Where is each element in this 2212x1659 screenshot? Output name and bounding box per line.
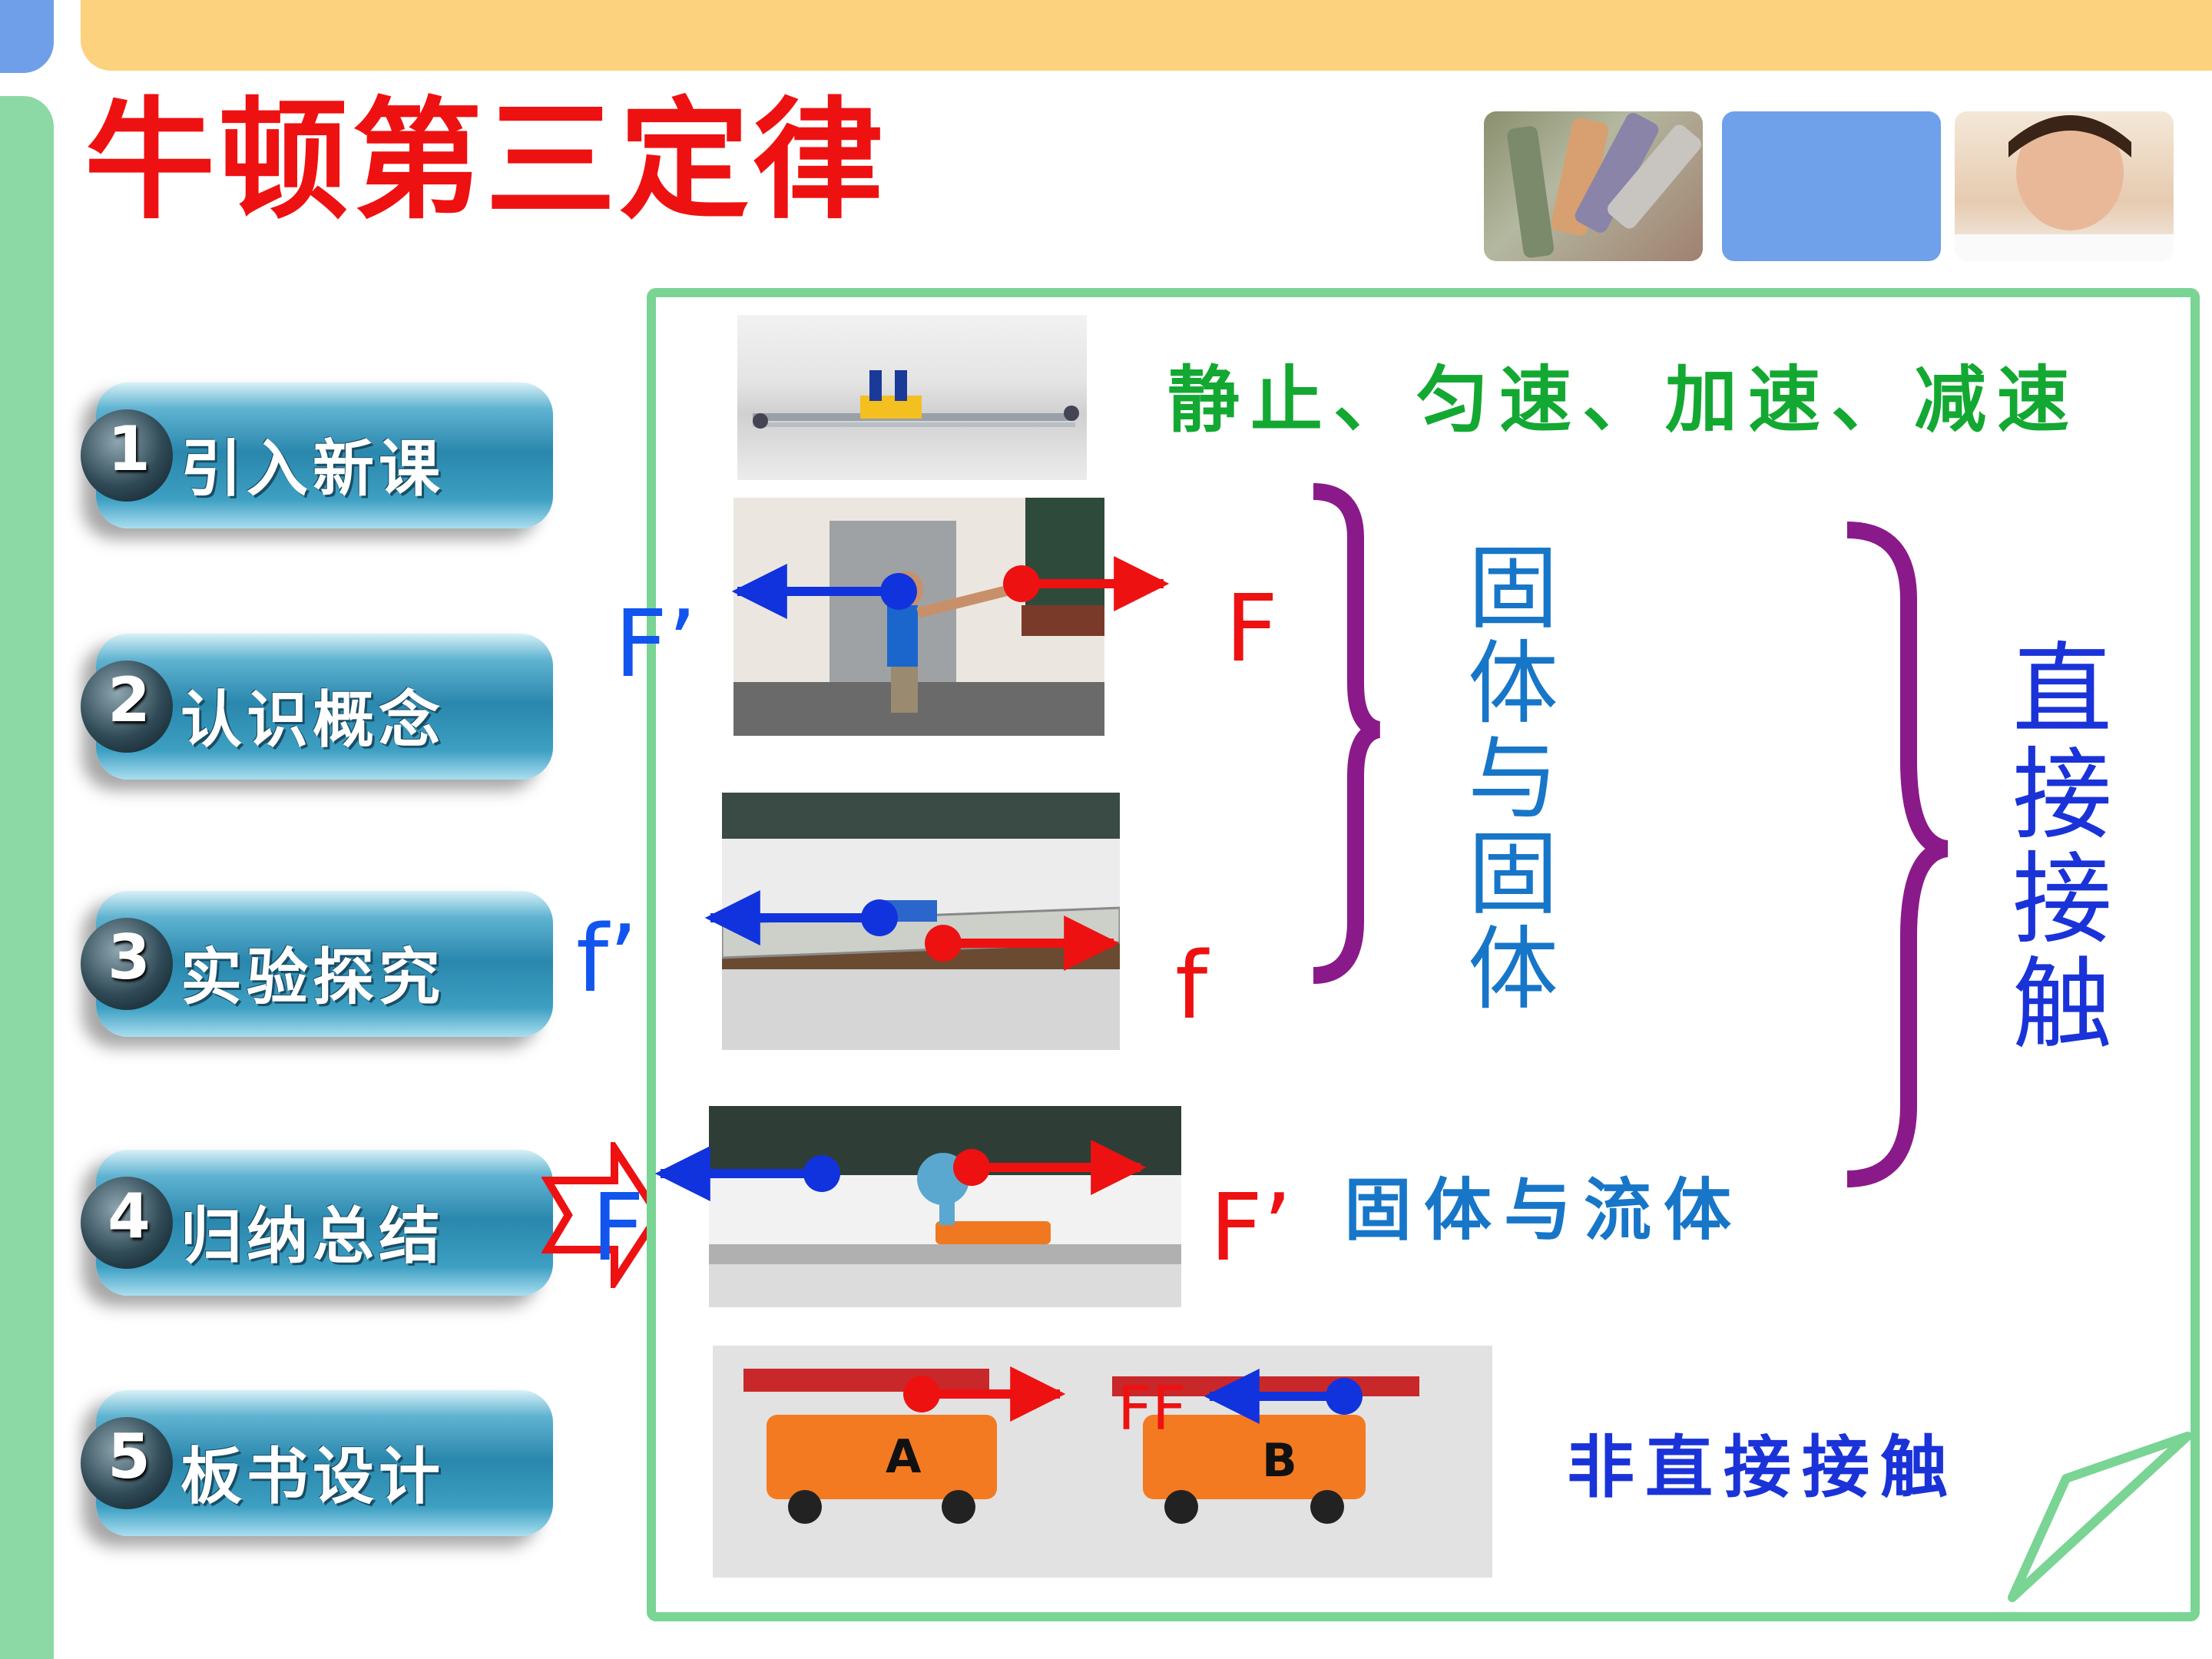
menu-ball-icon (81, 918, 173, 1010)
menu-ball-icon (81, 1417, 173, 1509)
force-label-fan: F’ (1210, 1175, 1293, 1282)
child-drawing-photo (1955, 111, 2174, 261)
force-label-magnet: FF (1118, 1375, 1187, 1444)
current-item-arrow-icon (541, 1142, 663, 1288)
magnet-cars-photo: A B (713, 1346, 1492, 1578)
menu-label: 板书设计 (180, 1441, 445, 1512)
menu-label: 引入新课 (180, 433, 445, 505)
small-brace (1313, 483, 1381, 984)
solid-solid-label: 固体与固体 (1467, 535, 1558, 1022)
menu-label: 实验探究 (180, 942, 445, 1013)
chalk-photo (1484, 111, 1703, 261)
cart-track-photo (737, 315, 1087, 480)
car-label-b: B (1262, 1434, 1297, 1488)
menu-item-intro[interactable]: 1 引入新课 (81, 375, 553, 532)
top-left-decor (0, 0, 54, 73)
boy-push-wall-photo (733, 498, 1104, 736)
indirect-contact-label: 非直接接触 (1567, 1428, 1959, 1507)
force-label-push: F (1225, 576, 1279, 683)
solid-fluid-label: 固体与流体 (1344, 1171, 1744, 1250)
folded-corner-icon (2008, 1432, 2192, 1602)
menu-item-experiment[interactable]: 3 实验探究 (81, 883, 553, 1041)
menu-item-concept[interactable]: 2 认识概念 (81, 626, 553, 783)
fan-force-pair (654, 1140, 1147, 1201)
menu-number: 5 (108, 1421, 151, 1492)
direct-contact-label: 直接接触 (2012, 631, 2112, 1063)
force-label-push-reaction: F’ (614, 591, 697, 698)
menu-label: 认识概念 (180, 684, 445, 756)
push-wall-force-pair (731, 556, 1170, 619)
menu-ball-icon (81, 409, 173, 502)
big-brace (1846, 522, 1949, 1187)
menu-ball-icon (81, 661, 173, 753)
menu-ball-icon (81, 1177, 173, 1269)
force-label-friction-reaction: f’ (576, 906, 638, 1013)
menu-label: 归纳总结 (180, 1200, 445, 1272)
fan-car-photo (709, 1106, 1181, 1307)
friction-force-pair (704, 890, 1120, 971)
menu-number: 1 (108, 413, 151, 485)
left-decor-stripe (0, 96, 54, 1659)
force-label-friction: f (1175, 933, 1208, 1040)
blue-photo-placeholder (1722, 111, 1941, 261)
slide-title: 牛顿第三定律 (84, 85, 887, 237)
top-decor-bar (81, 0, 2212, 71)
motion-states-text: 静止、匀速、加速、减速 (1167, 359, 2081, 442)
menu-number: 4 (108, 1181, 151, 1252)
car-label-a: A (886, 1430, 922, 1484)
menu-item-summary[interactable]: 4 归纳总结 (81, 1142, 553, 1300)
menu-number: 2 (108, 664, 151, 736)
menu-item-board[interactable]: 5 板书设计 (81, 1382, 553, 1540)
magnet-force-pair (903, 1366, 1363, 1424)
force-label-fan-reaction: F (591, 1175, 645, 1282)
menu-number: 3 (108, 922, 151, 993)
